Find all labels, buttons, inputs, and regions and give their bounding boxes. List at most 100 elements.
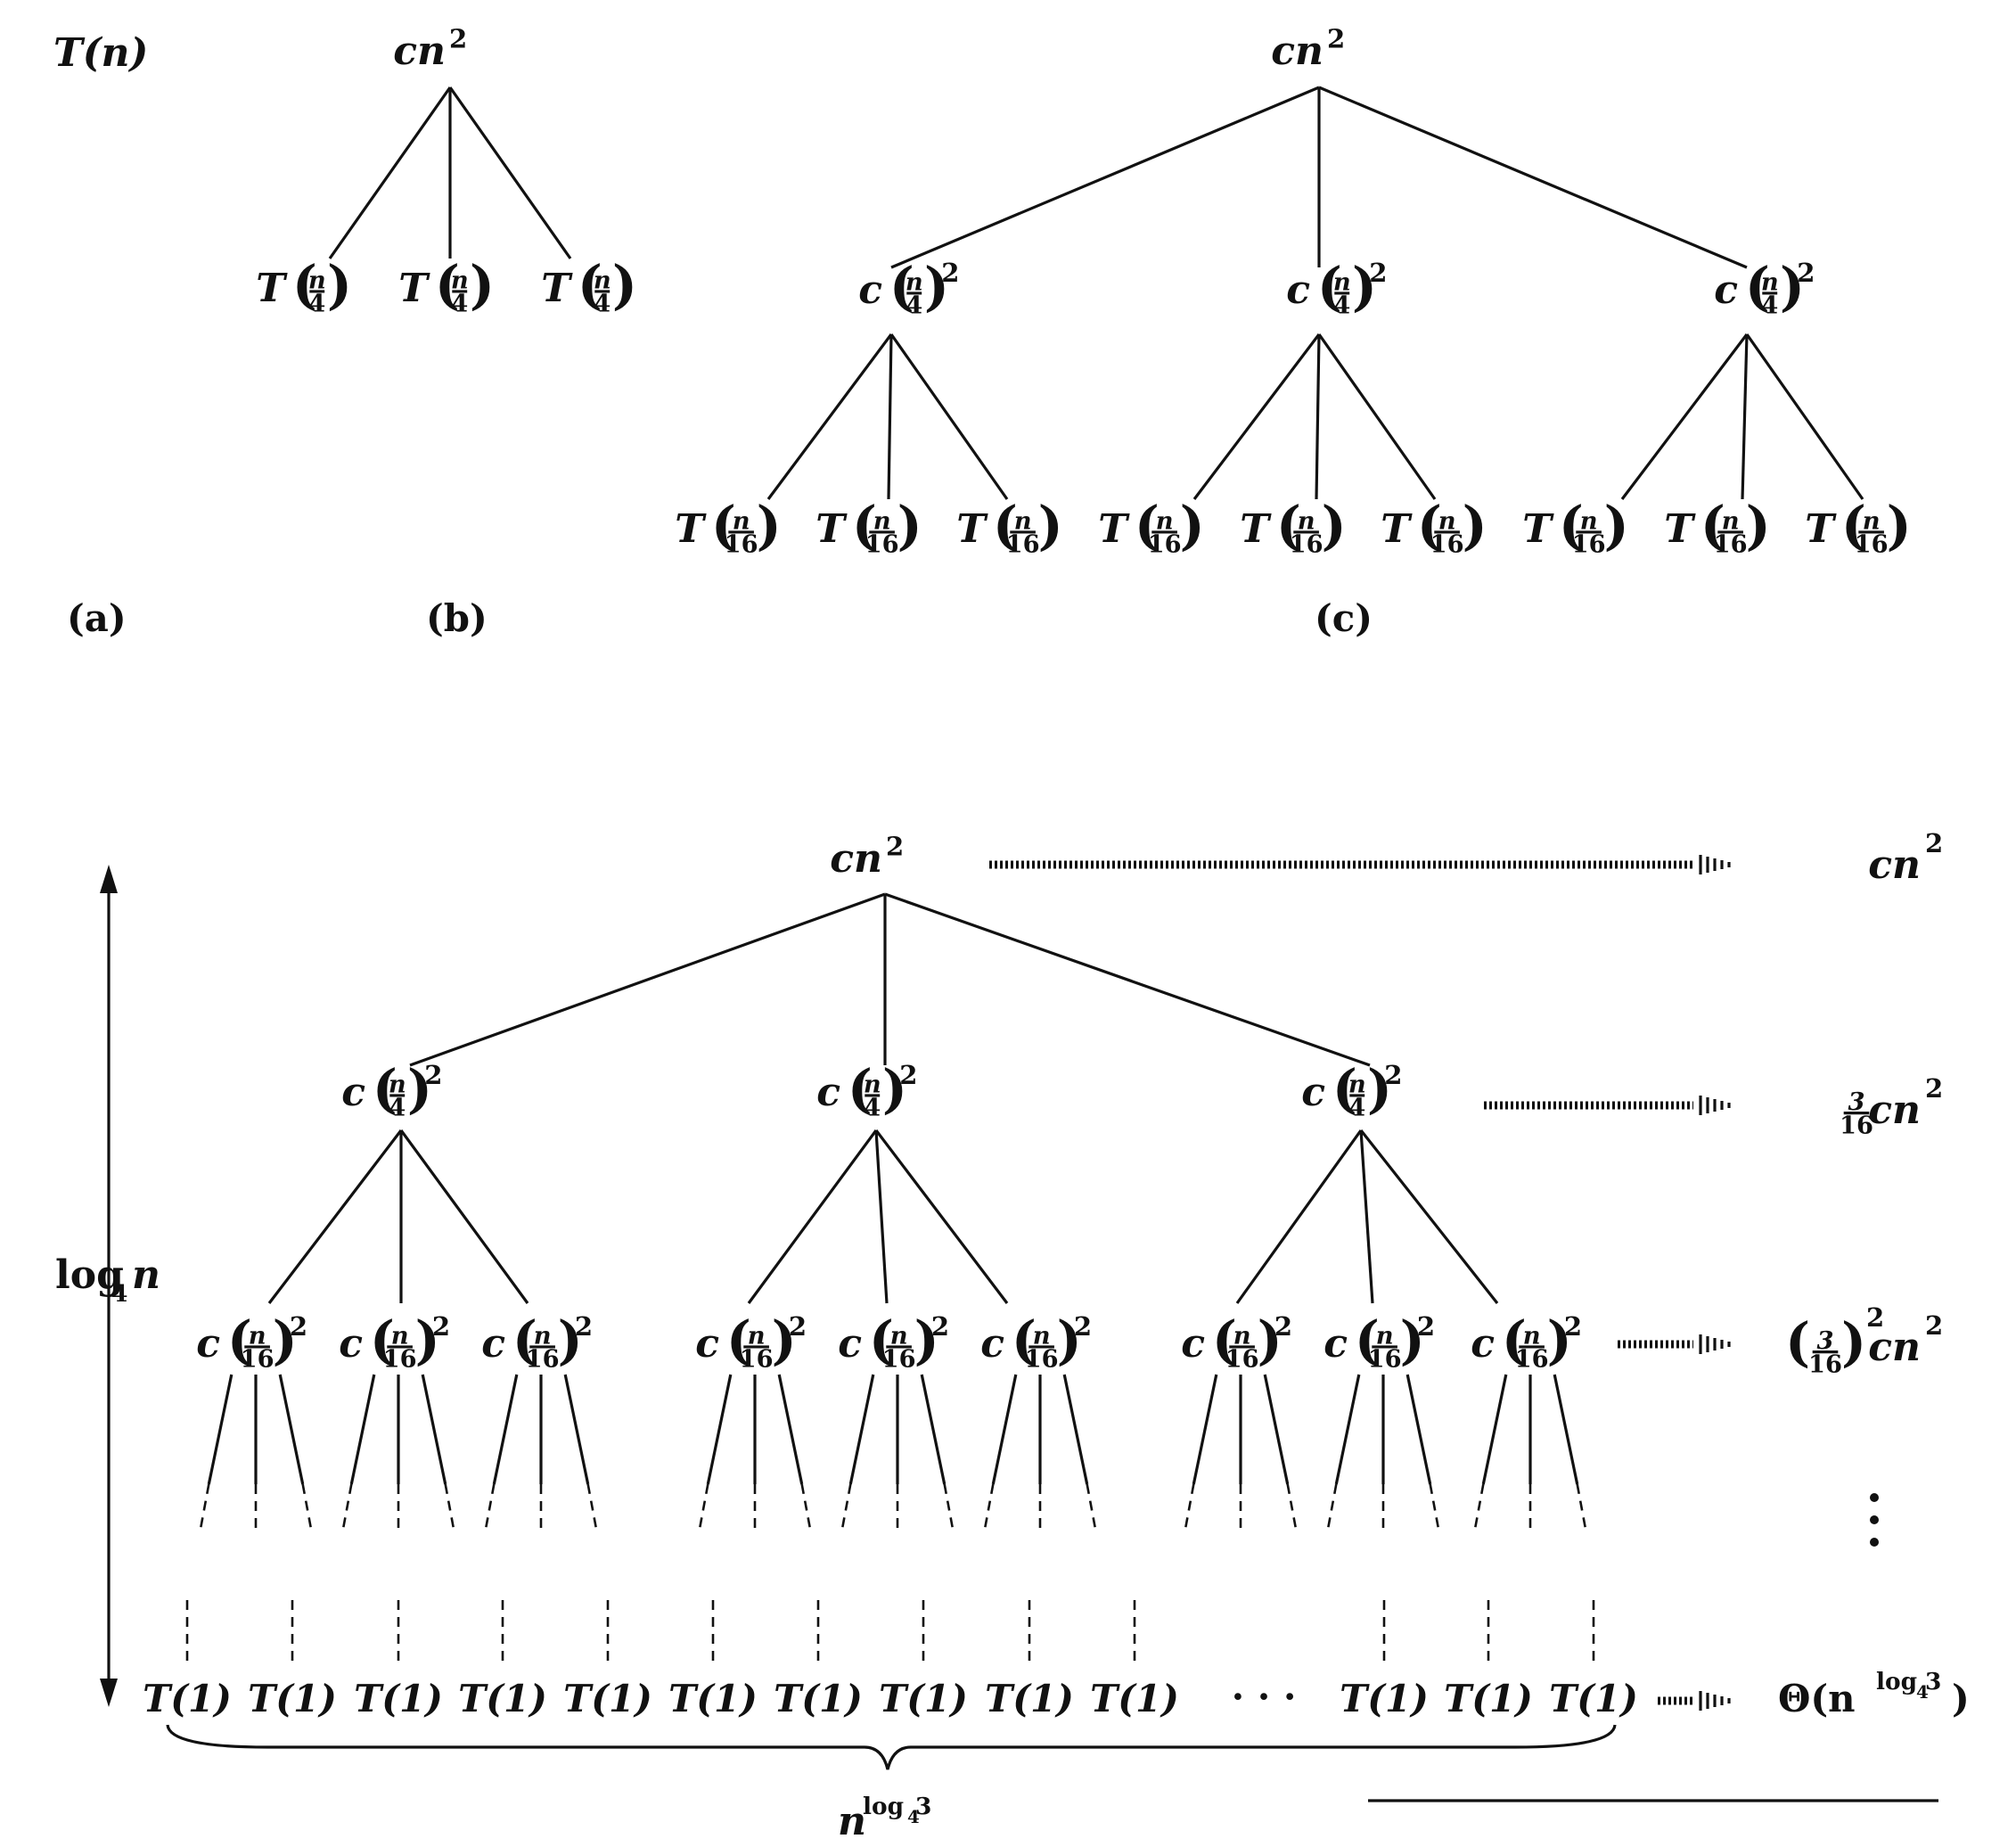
tree-edge [1359,1129,1374,1304]
argument-fraction: n16 [1714,506,1748,558]
leaf-text: T(1) [668,1677,758,1720]
dashed-edge [483,1483,496,1534]
fraction-numerator: n [1761,267,1779,296]
argument-fraction: n16 [1148,506,1182,558]
left-paren: ( [848,1058,873,1121]
tree-edge [887,333,893,500]
tree-edge [1192,1374,1218,1485]
left-paren: ( [1745,256,1770,318]
left-paren: ( [1332,1058,1357,1121]
left-paren: ( [1841,495,1866,557]
fraction-numerator: n [1014,506,1032,535]
tree-edge [1235,1129,1363,1304]
panel-d-mid-2: c(n4)2 [816,1058,917,1121]
tree-edge [889,333,1009,500]
panel-d-level2-node-6: c(n16)2 [980,1309,1092,1373]
argument-fraction: n4 [308,266,326,317]
fraction-numerator: n [748,1321,766,1350]
exponent: 2 [1564,1311,1582,1342]
tree-edge [848,1374,875,1485]
leaf-node-4: T(1) [458,1677,547,1720]
fraction-numerator: 3 [1848,1088,1865,1116]
tree-edge [399,1129,529,1304]
tree-edge [1334,1374,1361,1485]
right-paren: ) [407,1058,432,1121]
fraction-numerator: n [594,266,611,294]
right-paren: ) [1746,495,1771,557]
argument-fraction: n16 [882,1321,916,1373]
tree-edge [349,1374,376,1485]
panel-d-mid-1: c(n4)2 [341,1058,442,1121]
right-paren: ) [1038,495,1063,557]
tree-edge [874,1129,1009,1304]
cn-text: cn [830,836,882,882]
theta-sub: 4 [1916,1681,1929,1703]
c-letter: c [1181,1321,1205,1367]
dashed-edge [800,1483,813,1534]
leaf-node-12: T(1) [1444,1677,1533,1720]
argument-fraction: n16 [1572,506,1606,558]
exponent: 2 [886,832,904,862]
tree-edge [1315,333,1321,500]
panel-d-level2-node-2: c(n16)2 [339,1309,450,1373]
fraction-numerator: n [890,1321,908,1350]
panel-c-leaf-8: T(n16) [1664,495,1770,558]
panel-d-level2-node-3: c(n16)2 [481,1309,593,1373]
panel-c-caption: (c) [1315,596,1373,640]
right-paren: ) [1463,495,1487,557]
left-paren: ( [1355,1309,1380,1372]
fraction-denominator: 16 [740,1345,774,1374]
theta-post: ) [1952,1677,1970,1720]
leaf-node-6: T(1) [668,1677,758,1720]
leaf-text: T(1) [1340,1677,1429,1720]
panel-d-level2-node-8: c(n16)2 [1324,1309,1435,1373]
fraction-numerator: n [1722,506,1740,535]
fraction-denominator: 16 [1025,1345,1059,1374]
dashed-edge [697,1483,709,1534]
fraction-numerator: n [1348,1070,1366,1098]
tree-edge [1405,1374,1432,1485]
panel-c-leaf-3: T(n16) [956,495,1062,558]
leaf-text: T(1) [774,1677,863,1720]
c-letter: c [196,1321,220,1367]
argument-fraction: n16 [1025,1321,1059,1373]
exponent: 2 [899,1060,917,1090]
right-paren: ) [1367,1058,1392,1121]
argument-fraction: n4 [594,266,611,317]
panel-c-leaf-2: T(n16) [815,495,922,558]
left-paren: ( [869,1309,894,1372]
fraction-denominator: 16 [1515,1345,1549,1374]
exponent: 2 [1074,1311,1092,1342]
tree-edge [890,86,1320,269]
argument-fraction: n16 [1368,1321,1402,1373]
exponent: 2 [575,1311,593,1342]
height-arrow-top-head [100,865,118,893]
leaf-node-11: T(1) [1340,1677,1429,1720]
fraction-numerator: n [1298,506,1315,535]
fraction-denominator: 4 [1761,291,1778,320]
sum-cn: cn [1868,842,1921,888]
height-n: n [132,1252,160,1298]
tree-edge [920,1374,947,1485]
leaf-count-three: 3 [915,1793,931,1820]
tree-edge [207,1374,234,1485]
left-paren: ( [1012,1309,1037,1372]
panel-d-level2-node-7: c(n16)2 [1181,1309,1292,1373]
right-paren: ) [327,254,352,316]
dashed-edge [1472,1483,1485,1534]
argument-fraction: n16 [383,1321,417,1373]
tn-text: T(n) [53,30,148,76]
exponent: 2 [432,1311,450,1342]
panel-a-label-tn: T(n) [53,30,148,76]
T-letter: T [1805,506,1837,552]
fraction-numerator: n [249,1321,266,1350]
sum-fraction: 316 [1808,1326,1842,1378]
leaf-text: T(1) [458,1677,547,1720]
c-letter: c [1471,1321,1495,1367]
left-paren: ( [1502,1309,1527,1372]
leaf-text: T(1) [1444,1677,1533,1720]
